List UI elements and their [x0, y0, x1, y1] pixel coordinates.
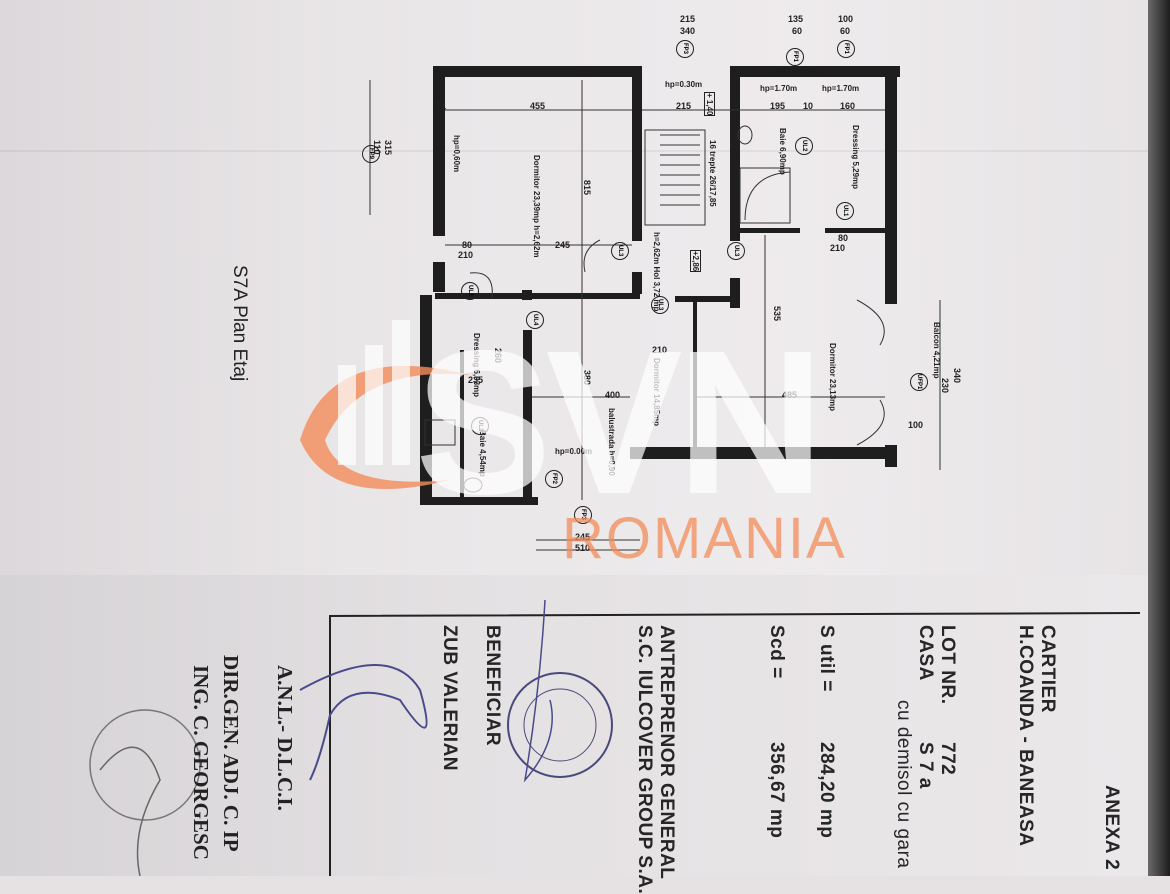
tag-ul3: UL3: [651, 296, 669, 314]
director-label: DIR.GEN. ADJ. C. IP: [219, 655, 243, 852]
dim-label: 210: [458, 250, 474, 260]
tag-ufp1: UFP1: [910, 373, 928, 391]
contractor-label: ANTREPRENOR GENERAL: [656, 625, 677, 880]
tag-fp3: FP3: [574, 506, 592, 524]
casa-value: S 7 a: [915, 742, 936, 789]
tag-fp2: FP2: [545, 470, 563, 488]
fold-line: [0, 150, 1150, 152]
contractor-value: S.C. IULCOVER GROUP S.A.: [634, 625, 655, 894]
tag-ul3: UL3: [727, 242, 745, 260]
dim-label: 315: [383, 140, 393, 156]
room-label-baie-1: Baie 6,90mp: [778, 128, 787, 175]
dim-label: 815: [582, 180, 592, 196]
tag-fp3: FP3: [676, 40, 694, 58]
lot-label: LOT NR.: [937, 625, 958, 705]
s-util-value: 284,20 mp: [816, 742, 837, 839]
dim-label: 160: [840, 101, 856, 111]
casa-label: CASA: [915, 625, 936, 681]
dim-label: 215: [680, 14, 696, 24]
dim-label: 260: [493, 348, 503, 364]
dim-label: 230: [940, 378, 950, 394]
dim-label: 100: [908, 420, 924, 430]
beneficiary-value: ZUB VALERIAN: [439, 625, 460, 772]
company-stamp: [507, 672, 613, 778]
room-label-dormitor-1: Dormitor 23,39mp h=2,62m: [532, 155, 541, 258]
note-hp-000: hp=0.00m: [555, 447, 593, 456]
room-label-dormitor-3: Dormitor 14,85mp: [652, 358, 661, 427]
beneficiary-label: BENEFICIAR: [482, 625, 503, 747]
annex-label: ANEXA 2: [1101, 785, 1122, 871]
note-stairs: 16 trepte 26/17,85: [708, 140, 717, 207]
note-balustrada: balustrada h=0,90: [607, 408, 616, 476]
dim-label: 100: [838, 14, 854, 24]
s-util-label: S util =: [816, 625, 837, 692]
cartier-label: CARTIER: [1037, 625, 1058, 713]
tag-fp9: FP9: [362, 145, 380, 163]
tag-ul2: UL2: [471, 417, 489, 435]
dim-label: 235: [468, 375, 484, 385]
dim-label: 210: [652, 345, 668, 355]
dim-label: 535: [772, 306, 782, 322]
signature: [299, 664, 428, 781]
watermark-svn: SVN: [415, 308, 825, 537]
dim-label: 135: [788, 14, 804, 24]
dim-label: 485: [782, 390, 798, 400]
watermark-romania: ROMANIA: [562, 506, 847, 571]
dim-label: 455: [530, 101, 546, 111]
note-level-286: +2,86: [690, 250, 701, 273]
floor-plan-drawing: [369, 66, 941, 551]
dim-label: 80: [838, 233, 849, 243]
dim-label: 31: [436, 101, 447, 111]
dim-label: 195: [770, 101, 786, 111]
dim-label: 340: [952, 368, 962, 384]
room-label-dressing-2: Dressing 6,03mp: [472, 333, 481, 398]
room-label-dressing-1: Dressing 5,29mp: [851, 125, 860, 190]
note-hp-030: hp=0.30m: [665, 80, 703, 89]
dim-label: 60: [792, 26, 803, 36]
title-block-frame: [89, 599, 1141, 876]
table-edge: [1148, 0, 1170, 876]
scd-label: Scd =: [766, 625, 787, 679]
room-label-dormitor-2: Dormitor 23,13mp: [828, 343, 837, 412]
dim-label: 510: [575, 543, 591, 553]
room-label-baie-2: Baie 4,54mp: [478, 430, 487, 477]
tag-ul4: UL4: [526, 311, 544, 329]
casa-description: cu demisol cu gara: [893, 700, 914, 869]
dim-label: 60: [840, 26, 851, 36]
lot-value: 772: [937, 742, 958, 776]
dim-label: 245: [555, 240, 571, 250]
authority-label: A.N.L.- D.L.C.I.: [273, 665, 297, 811]
room-label-balcon: Balcon 4,21mp: [932, 322, 941, 379]
dim-label: 210: [830, 243, 846, 253]
note-level-140: + 1,40: [704, 92, 715, 117]
dim-label: 245: [575, 532, 591, 542]
paper-lower-fold: [0, 575, 1150, 876]
note-hp-170b: hp=1.70m: [822, 84, 860, 93]
dim-label: 80: [462, 240, 473, 250]
tag-ul3: UL3: [611, 242, 629, 260]
note-hp-170a: hp=1.70m: [760, 84, 798, 93]
dim-label: 10: [803, 101, 814, 111]
cartier-value: H.COANDA - BANEASA: [1015, 625, 1036, 847]
tag-fp1: FP1: [837, 40, 855, 58]
dim-label: 380: [582, 370, 592, 386]
tag-fp1: FP1: [786, 48, 804, 66]
authority-stamp: [89, 709, 201, 821]
engineer-label: ING. C. GEORGESC: [189, 665, 213, 860]
dim-label: 215: [676, 101, 692, 111]
plan-title: S7A Plan Etaj: [229, 265, 250, 382]
scd-value: 356,67 mp: [766, 742, 787, 839]
dim-label: 340: [680, 26, 696, 36]
tag-ul2: UL2: [795, 137, 813, 155]
note-hp-060: hp=0,60m: [452, 135, 461, 173]
watermark-swoosh: [300, 320, 470, 489]
tag-ul1: UL1: [461, 282, 479, 300]
tag-ul1: UL1: [836, 202, 854, 220]
dim-label: 400: [605, 390, 621, 400]
